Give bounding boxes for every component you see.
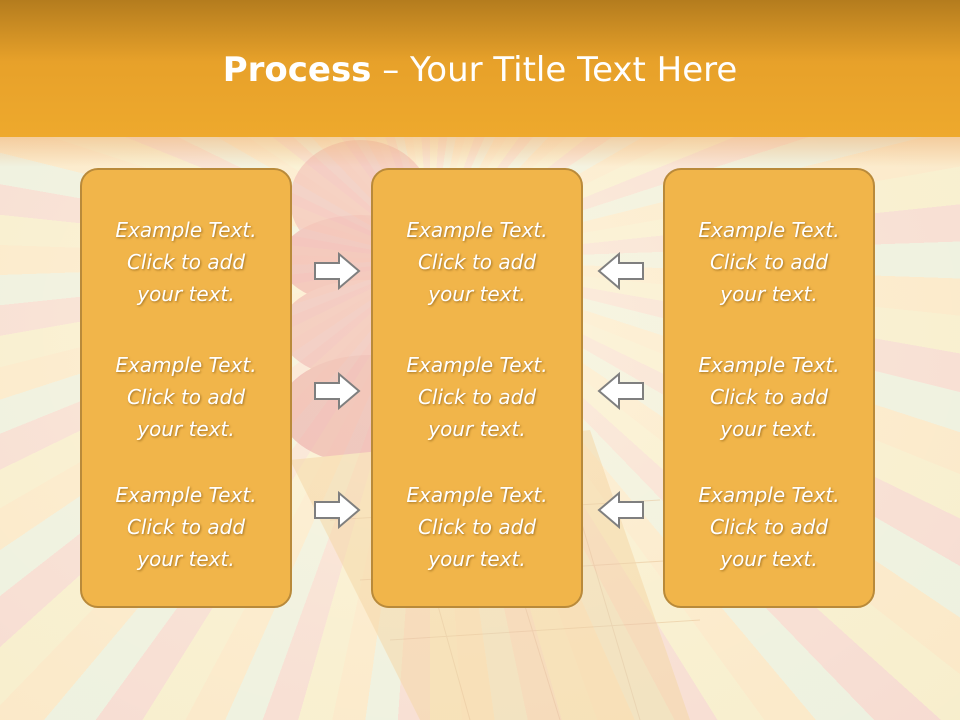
text-line: Example Text. (698, 483, 840, 507)
text-line: Click to add (417, 250, 537, 274)
text-line: your text. (428, 417, 526, 441)
text-line: Click to add (709, 515, 829, 539)
text-line: your text. (720, 547, 818, 571)
title-bold: Process (222, 50, 372, 90)
text-line: your text. (428, 547, 526, 571)
text-line: Click to add (126, 385, 246, 409)
text-line: your text. (137, 282, 235, 306)
text-item[interactable]: Example Text. Click to add your text. (373, 349, 581, 445)
text-item[interactable]: Example Text. Click to add your text. (665, 214, 873, 310)
text-line: Example Text. (115, 218, 257, 242)
arrow-right-icon[interactable] (313, 490, 361, 530)
text-item[interactable]: Example Text. Click to add your text. (82, 214, 290, 310)
text-line: Click to add (417, 515, 537, 539)
text-line: Click to add (709, 250, 829, 274)
text-line: Click to add (126, 515, 246, 539)
text-line: Example Text. (698, 218, 840, 242)
arrow-right-icon[interactable] (313, 371, 361, 411)
arrow-left-icon[interactable] (597, 490, 645, 530)
text-item[interactable]: Example Text. Click to add your text. (373, 479, 581, 575)
title-bar-shadow (0, 137, 960, 167)
arrow-right-icon[interactable] (313, 251, 361, 291)
text-line: Example Text. (406, 353, 548, 377)
text-line: your text. (720, 282, 818, 306)
text-line: your text. (137, 547, 235, 571)
text-line: your text. (428, 282, 526, 306)
text-line: Example Text. (115, 353, 257, 377)
text-item[interactable]: Example Text. Click to add your text. (373, 214, 581, 310)
text-item[interactable]: Example Text. Click to add your text. (82, 349, 290, 445)
text-line: Example Text. (698, 353, 840, 377)
slide-title[interactable]: Process – Your Title Text Here (0, 50, 960, 90)
arrow-left-icon[interactable] (597, 371, 645, 411)
process-box-right[interactable]: Example Text. Click to add your text. Ex… (663, 168, 875, 608)
text-line: Click to add (709, 385, 829, 409)
text-line: Example Text. (406, 483, 548, 507)
arrow-left-icon[interactable] (597, 251, 645, 291)
text-line: Click to add (417, 385, 537, 409)
title-rest: – Your Title Text Here (371, 50, 738, 90)
text-item[interactable]: Example Text. Click to add your text. (665, 479, 873, 575)
text-line: your text. (137, 417, 235, 441)
title-bar (0, 0, 960, 137)
text-line: Example Text. (115, 483, 257, 507)
process-box-center[interactable]: Example Text. Click to add your text. Ex… (371, 168, 583, 608)
process-box-left[interactable]: Example Text. Click to add your text. Ex… (80, 168, 292, 608)
text-item[interactable]: Example Text. Click to add your text. (665, 349, 873, 445)
text-item[interactable]: Example Text. Click to add your text. (82, 479, 290, 575)
text-line: Click to add (126, 250, 246, 274)
text-line: your text. (720, 417, 818, 441)
text-line: Example Text. (406, 218, 548, 242)
